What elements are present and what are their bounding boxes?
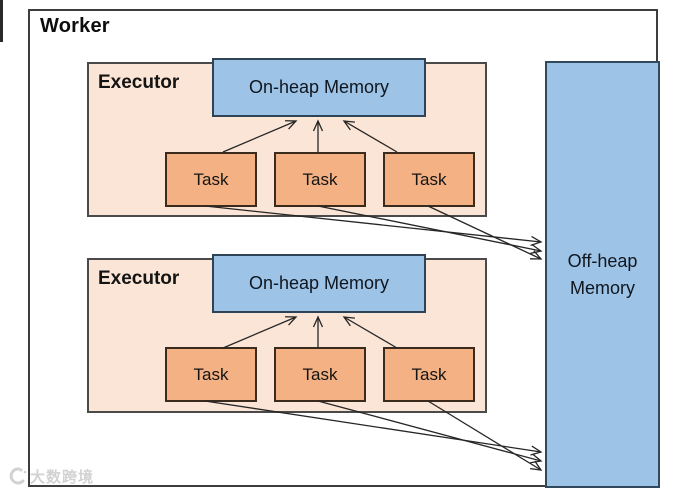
offheap-memory-label-line1: Off-heap — [567, 251, 638, 272]
task-label: Task — [193, 364, 229, 384]
task-label: Task — [411, 169, 447, 189]
onheap-memory-label-2: On-heap Memory — [248, 273, 390, 293]
executor-label-1: Executor — [98, 72, 180, 93]
worker-label: Worker — [40, 15, 110, 37]
onheap-memory-label-1: On-heap Memory — [248, 77, 390, 97]
offheap-memory-box: Off-heap Memory — [545, 61, 660, 488]
task-box-2-1: Task — [165, 347, 257, 402]
task-box-1-2: Task — [274, 152, 366, 207]
onheap-memory-box-2: On-heap Memory — [212, 254, 426, 313]
executor-label-2: Executor — [98, 268, 180, 289]
watermark: 大数跨境 — [5, 462, 94, 490]
task-label: Task — [411, 364, 447, 384]
task-box-1-3: Task — [383, 152, 475, 207]
onheap-memory-box-1: On-heap Memory — [212, 58, 426, 117]
watermark-text: 大数跨境 — [30, 468, 95, 486]
task-box-1-1: Task — [165, 152, 257, 207]
task-box-2-3: Task — [383, 347, 475, 402]
task-box-2-2: Task — [274, 347, 366, 402]
offheap-memory-label-line2: Memory — [569, 277, 635, 298]
task-label: Task — [302, 364, 338, 384]
watermark-logo-icon — [9, 467, 27, 485]
task-label: Task — [302, 169, 338, 189]
screen-edge-artifact — [0, 0, 3, 42]
task-label: Task — [193, 169, 229, 189]
